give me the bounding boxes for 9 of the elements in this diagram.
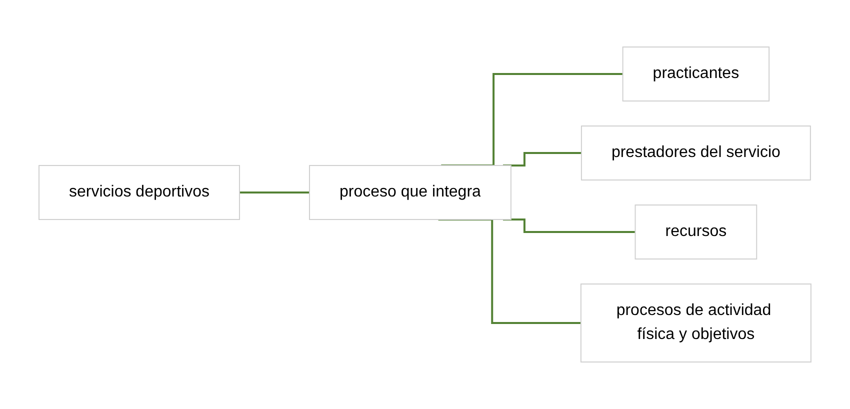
node-box: procesos de actividad física y objetivos xyxy=(580,284,812,362)
connector xyxy=(441,73,623,166)
node-box: practicantes xyxy=(622,46,770,102)
node-box: servicios deportivos xyxy=(38,165,240,220)
node-box: proceso que integra xyxy=(309,165,512,220)
node-box: prestadores del servicio xyxy=(580,126,811,180)
connector xyxy=(503,152,582,166)
connector xyxy=(240,192,310,194)
node-box: recursos xyxy=(634,204,758,260)
